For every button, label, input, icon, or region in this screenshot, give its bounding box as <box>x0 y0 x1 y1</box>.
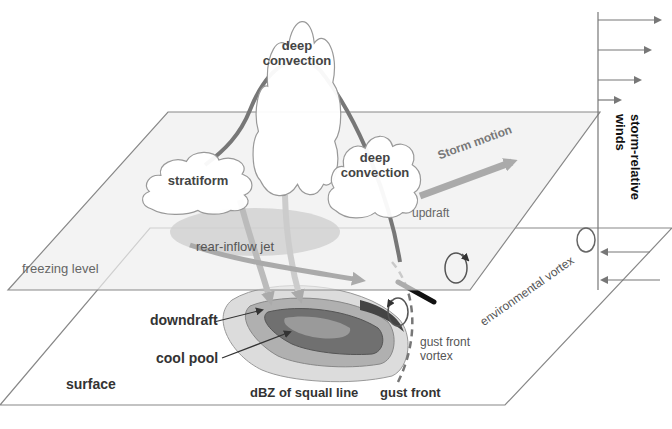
wind-arrow <box>602 251 650 252</box>
text-label: gust front vortex <box>420 336 482 364</box>
cloud-label: stratiform <box>140 173 256 188</box>
vortex-arrow <box>388 300 392 306</box>
text-label: surface <box>66 376 116 392</box>
text-label: updraft <box>412 207 449 221</box>
cool-pool-core <box>284 316 350 338</box>
cloud-outline <box>251 4 344 200</box>
cloud-node: stratiform <box>140 146 256 216</box>
environmental-vortex-symbol <box>577 228 595 252</box>
text-label: storm-relative winds <box>612 114 642 214</box>
text-label: freezing level <box>22 262 99 277</box>
dbz-hook <box>360 300 404 332</box>
wind-profile-axis <box>597 12 598 290</box>
gust-front-vortex-symbol <box>388 298 408 326</box>
cloud-label: deep convection <box>251 38 344 68</box>
text-label: downdraft <box>150 312 218 328</box>
text-label: dBZ of squall line <box>250 386 358 401</box>
text-label: environmental vortex <box>478 254 577 329</box>
leader-arrow <box>222 332 290 358</box>
text-label: rear-inflow jet <box>196 240 274 255</box>
wind-arrow <box>598 19 660 20</box>
wind-arrow <box>598 79 640 80</box>
vortex-arrow <box>462 254 468 260</box>
leader-arrow <box>214 310 262 322</box>
wind-arrow <box>598 99 620 100</box>
dbz-contour-outer <box>223 286 408 382</box>
text-label: gust front <box>380 386 441 401</box>
dbz-contour-inner <box>265 309 383 355</box>
cloud-node: deep convection <box>326 128 424 220</box>
text-label: cool pool <box>156 350 218 366</box>
downdraft-arrow <box>285 195 300 298</box>
storm-motion-arrow <box>420 162 512 196</box>
environmental-vortex-symbol <box>445 253 467 283</box>
cloud-node: deep convection <box>251 4 344 200</box>
wind-arrow <box>602 279 660 280</box>
cloud-label: deep convection <box>326 150 424 180</box>
text-label: Storm motion <box>436 123 514 163</box>
wind-arrow <box>598 49 650 50</box>
